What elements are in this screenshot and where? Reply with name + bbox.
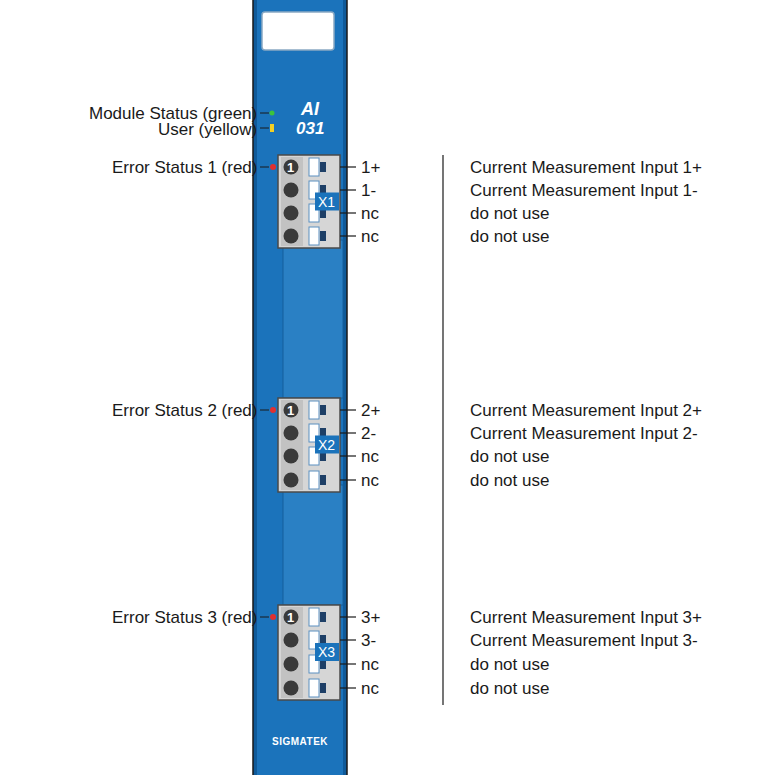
release-button (284, 681, 299, 696)
release-button (284, 657, 299, 672)
error-label: Error Status 1 (red) (112, 159, 258, 176)
recess (283, 485, 343, 605)
leader-line (260, 128, 269, 129)
pin-description: Current Measurement Input 3- (470, 632, 698, 649)
wire-slot (309, 608, 319, 626)
release-button (284, 473, 299, 488)
terminal-face (281, 400, 303, 490)
connector-tag (315, 193, 339, 211)
clamp (320, 475, 326, 485)
wire-slot (309, 227, 319, 245)
terminal-block (278, 398, 340, 492)
release-button (284, 633, 299, 648)
label-window (262, 12, 334, 50)
pin-name: nc (361, 228, 379, 245)
leader-line (260, 167, 269, 168)
status-led (270, 111, 275, 116)
error-led (270, 407, 276, 413)
wire-slot (309, 471, 319, 489)
pin-leader (340, 432, 356, 433)
divider-line (442, 155, 443, 705)
pin-leader (340, 189, 356, 190)
pin-description: Current Measurement Input 1+ (470, 159, 702, 176)
clamp (320, 231, 326, 241)
status-label: User (yellow) (158, 121, 257, 138)
terminal-face (281, 157, 303, 246)
pin-description: do not use (470, 228, 549, 245)
leader-line (260, 410, 269, 411)
release-button (284, 449, 299, 464)
brand-name: SIGMATEK (272, 737, 328, 747)
release-button (284, 206, 299, 221)
pin-leader (340, 616, 356, 617)
pin-name: nc (361, 656, 379, 673)
pin-leader (340, 166, 356, 167)
module-name: AI (301, 100, 319, 118)
status-label: Module Status (green) (89, 105, 257, 122)
pin-name: 2+ (361, 402, 380, 419)
error-led (270, 164, 276, 170)
wire-slot (309, 158, 319, 176)
pin-leader (340, 479, 356, 480)
pin-name: 1+ (361, 159, 380, 176)
user-led (270, 124, 274, 132)
terminal-block (278, 605, 340, 700)
connector-tag (315, 643, 339, 661)
pin-description: do not use (470, 680, 549, 697)
terminal-number: 1 (287, 404, 294, 417)
clamp (320, 612, 326, 622)
terminal-number: 1 (287, 611, 294, 624)
error-label: Error Status 3 (red) (112, 609, 258, 626)
pin-name: nc (361, 472, 379, 489)
pin-leader (340, 687, 356, 688)
release-button (284, 403, 299, 418)
release-button (284, 160, 299, 175)
pin-name: 1- (361, 182, 376, 199)
release-button (284, 183, 299, 198)
terminal-block (278, 155, 340, 248)
pin-description: Current Measurement Input 2- (470, 425, 698, 442)
pin-name: nc (361, 205, 379, 222)
pin-name: nc (361, 448, 379, 465)
pin-leader (340, 663, 356, 664)
recess (283, 240, 343, 398)
connector-name: X2 (318, 438, 335, 452)
pin-name: nc (361, 680, 379, 697)
release-button (284, 426, 299, 441)
connector-tag (315, 436, 339, 454)
module-number: 031 (296, 120, 324, 137)
pin-leader (340, 639, 356, 640)
pin-leader (340, 409, 356, 410)
wire-slot (309, 401, 319, 419)
error-led (270, 614, 276, 620)
leader-line (260, 617, 269, 618)
clamp (320, 162, 326, 172)
module-housing (253, 0, 347, 775)
pin-description: do not use (470, 656, 549, 673)
pin-description: do not use (470, 205, 549, 222)
terminal-number: 1 (287, 161, 294, 174)
pin-leader (340, 455, 356, 456)
pin-name: 3+ (361, 609, 380, 626)
release-button (284, 229, 299, 244)
error-label: Error Status 2 (red) (112, 402, 258, 419)
pin-description: do not use (470, 448, 549, 465)
pin-description: Current Measurement Input 1- (470, 182, 698, 199)
release-button (284, 610, 299, 625)
connector-name: X1 (318, 195, 335, 209)
pin-name: 2- (361, 425, 376, 442)
wire-slot (309, 679, 319, 697)
leader-line (260, 113, 269, 114)
clamp (320, 405, 326, 415)
pin-leader (340, 212, 356, 213)
pin-leader (340, 235, 356, 236)
pin-description: Current Measurement Input 3+ (470, 609, 702, 626)
pin-name: 3- (361, 632, 376, 649)
module-front (257, 0, 343, 775)
clamp (320, 683, 326, 693)
terminal-face (281, 607, 303, 698)
connector-name: X3 (318, 645, 335, 659)
pin-description: Current Measurement Input 2+ (470, 402, 702, 419)
pin-description: do not use (470, 472, 549, 489)
